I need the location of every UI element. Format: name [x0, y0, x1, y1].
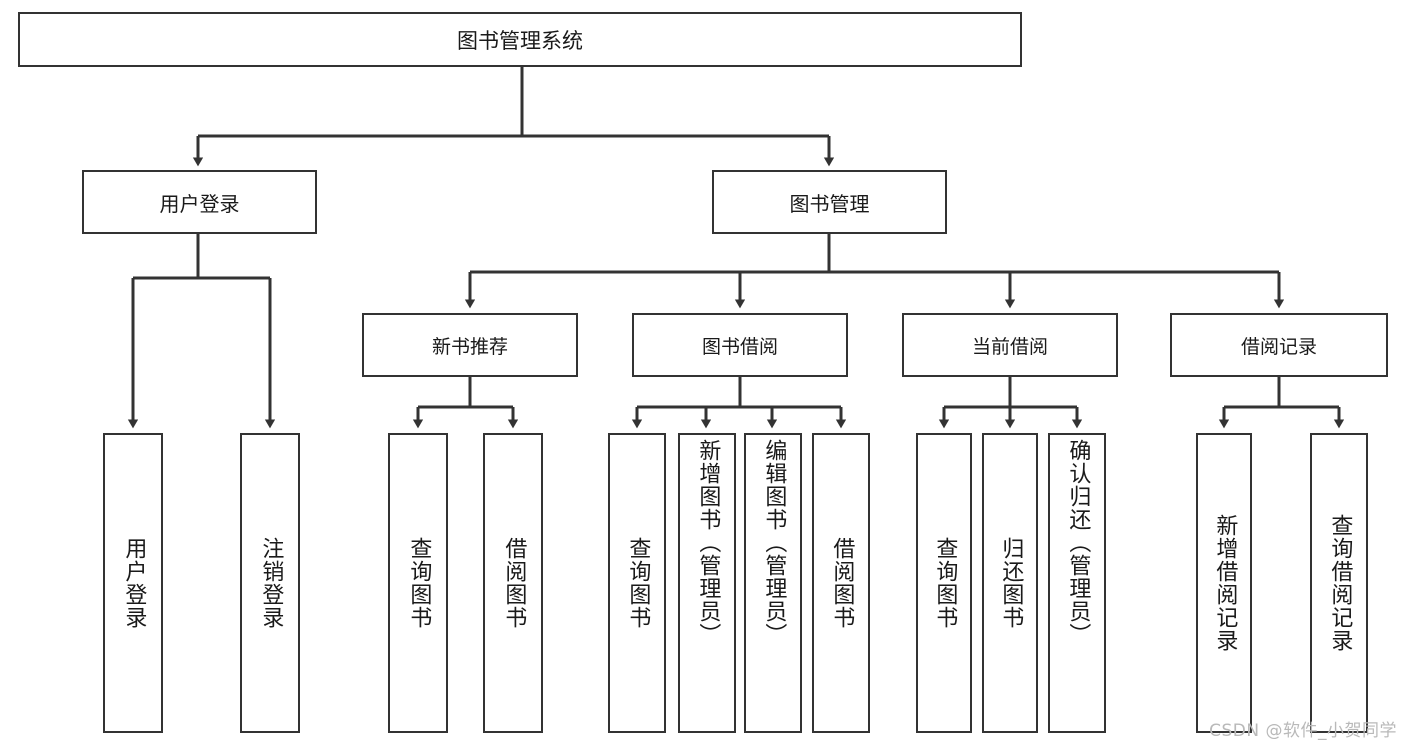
node-label: 查询图书: [625, 537, 651, 629]
node-user-login[interactable]: 用户登录: [82, 170, 317, 234]
node-label: 图书借阅: [701, 335, 778, 358]
node-label: 图书管理系统: [457, 28, 583, 53]
node-label: 图书管理: [789, 191, 870, 216]
node-leaf-edit-book[interactable]: 编辑图书（管理员）: [744, 433, 802, 733]
node-book-borrow[interactable]: 图书借阅: [632, 313, 848, 377]
node-leaf-user-login[interactable]: 用户登录: [103, 433, 163, 733]
node-leaf-query-borrow-record[interactable]: 查询借阅记录: [1310, 433, 1368, 733]
node-leaf-borrow-book[interactable]: 借阅图书: [812, 433, 870, 733]
node-borrow-record[interactable]: 借阅记录: [1170, 313, 1388, 377]
csdn-watermark: CSDN @软件_小贺同学: [1209, 721, 1397, 741]
node-leaf-return-book[interactable]: 归还图书: [982, 433, 1038, 733]
node-label: 用户登录: [121, 537, 147, 629]
node-book-management[interactable]: 图书管理: [712, 170, 947, 234]
node-label: 借阅记录: [1240, 335, 1317, 358]
node-label: 新增借阅记录: [1212, 514, 1238, 652]
node-label: 用户登录: [159, 191, 240, 216]
node-leaf-query-book-borrow[interactable]: 查询图书: [608, 433, 666, 733]
node-label: 归还图书: [998, 537, 1024, 629]
node-label: 编辑图书（管理员）: [761, 439, 787, 646]
node-leaf-borrow-book-recommend[interactable]: 借阅图书: [483, 433, 543, 733]
node-label: 注销登录: [258, 537, 284, 629]
node-leaf-query-book-recommend[interactable]: 查询图书: [388, 433, 448, 733]
node-leaf-logout[interactable]: 注销登录: [240, 433, 300, 733]
node-label: 新书推荐: [431, 335, 508, 358]
node-label: 查询借阅记录: [1327, 514, 1353, 652]
node-new-book-recommend[interactable]: 新书推荐: [362, 313, 578, 377]
node-label: 当前借阅: [971, 335, 1048, 358]
node-leaf-add-book[interactable]: 新增图书（管理员）: [678, 433, 736, 733]
node-label: 借阅图书: [829, 537, 855, 629]
node-label: 查询图书: [932, 537, 958, 629]
node-label: 查询图书: [406, 537, 432, 629]
node-root-book-management-system[interactable]: 图书管理系统: [18, 12, 1022, 67]
node-label: 借阅图书: [501, 537, 527, 629]
node-label: 新增图书（管理员）: [695, 439, 721, 646]
node-label: 确认归还（管理员）: [1065, 439, 1091, 646]
node-current-borrow[interactable]: 当前借阅: [902, 313, 1118, 377]
node-leaf-add-borrow-record[interactable]: 新增借阅记录: [1196, 433, 1252, 733]
node-leaf-confirm-return[interactable]: 确认归还（管理员）: [1048, 433, 1106, 733]
node-leaf-query-book-current[interactable]: 查询图书: [916, 433, 972, 733]
